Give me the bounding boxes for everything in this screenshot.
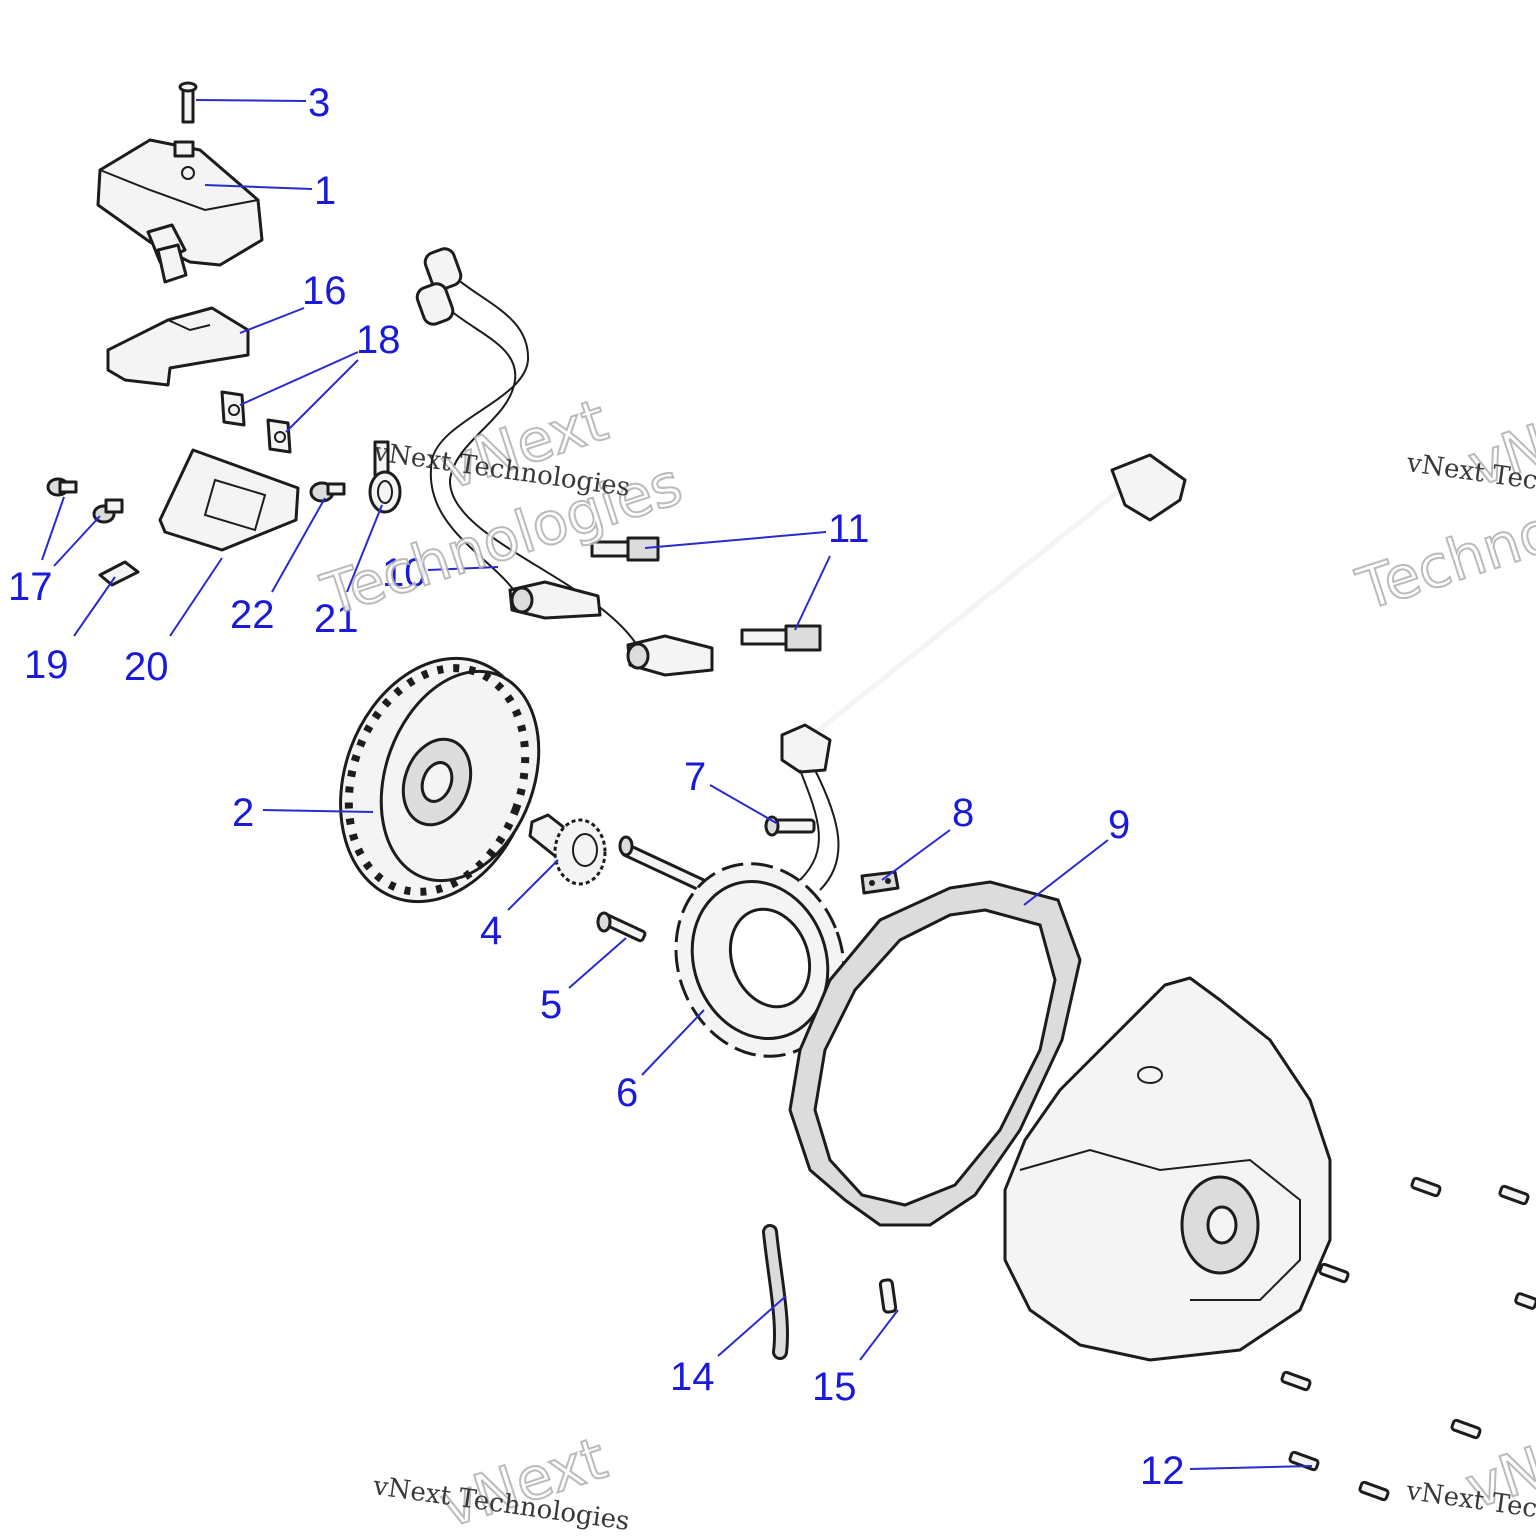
part-bolt-17a <box>46 477 78 497</box>
callout-3: 3 <box>308 81 330 125</box>
callout-2: 2 <box>232 791 254 835</box>
part-clip-18b <box>266 418 292 454</box>
part-clip-nut-19 <box>98 560 140 587</box>
callout-15: 15 <box>812 1365 857 1409</box>
callout-9: 9 <box>1108 803 1130 847</box>
callout-14: 14 <box>670 1355 715 1399</box>
cover-bolt <box>1318 1262 1350 1284</box>
part-spark-plug-wires-10 <box>415 247 714 677</box>
part-grommet-8 <box>860 870 900 895</box>
part-ignition-coil-1 <box>96 138 264 284</box>
callout-6: 6 <box>616 1071 638 1115</box>
callout-5: 5 <box>540 983 562 1027</box>
part-mounting-plate-20 <box>158 448 300 552</box>
part-spark-plug-11b <box>740 624 822 652</box>
callout-11: 11 <box>828 507 870 551</box>
callout-17: 17 <box>8 565 53 609</box>
callout-16: 16 <box>302 269 347 313</box>
part-pin-15 <box>878 1278 898 1314</box>
part-cable-clamp-21 <box>368 440 402 514</box>
callout-8: 8 <box>952 791 974 835</box>
callout-18: 18 <box>356 318 401 362</box>
callout-1: 1 <box>314 169 336 213</box>
part-bracket-16 <box>106 306 250 387</box>
callout-7: 7 <box>684 755 706 799</box>
callout-4: 4 <box>480 909 502 953</box>
part-bolt-22 <box>309 481 346 503</box>
part-hose-14 <box>762 1224 789 1360</box>
part-bolt-7 <box>764 815 816 837</box>
callout-12: 12 <box>1140 1449 1185 1493</box>
callout-21: 21 <box>314 597 359 641</box>
part-starter-gear-4 <box>528 813 607 886</box>
callout-19: 19 <box>24 643 69 687</box>
part-cover-bolts-12 <box>1280 1176 1536 1502</box>
part-bolt-stator <box>618 835 707 892</box>
part-flywheel-2 <box>339 656 541 904</box>
cover-bolt <box>1498 1184 1530 1206</box>
cover-bolt <box>1514 1292 1536 1310</box>
part-bolt-5 <box>596 911 647 943</box>
cover-bolt <box>1410 1176 1442 1198</box>
part-clip-18a <box>220 390 246 427</box>
cover-bolt <box>1358 1480 1390 1502</box>
part-spark-plug-11a <box>590 536 660 562</box>
part-stator-harness <box>780 453 1187 891</box>
part-screw-3 <box>178 81 198 124</box>
callout-20: 20 <box>124 645 169 689</box>
cover-bolt <box>1280 1370 1312 1392</box>
part-stator-cover <box>1003 976 1332 1362</box>
callout-labels: 3 1 16 18 17 19 20 22 21 10 11 2 4 5 6 7… <box>8 81 1185 1493</box>
part-gasket-9 <box>788 880 1082 1227</box>
cover-bolt <box>1450 1418 1482 1440</box>
part-stator-6 <box>674 862 846 1058</box>
leader-lines <box>41 99 1313 1470</box>
callout-22: 22 <box>230 593 275 637</box>
callout-10: 10 <box>382 551 427 595</box>
cover-bolt <box>1288 1450 1320 1472</box>
